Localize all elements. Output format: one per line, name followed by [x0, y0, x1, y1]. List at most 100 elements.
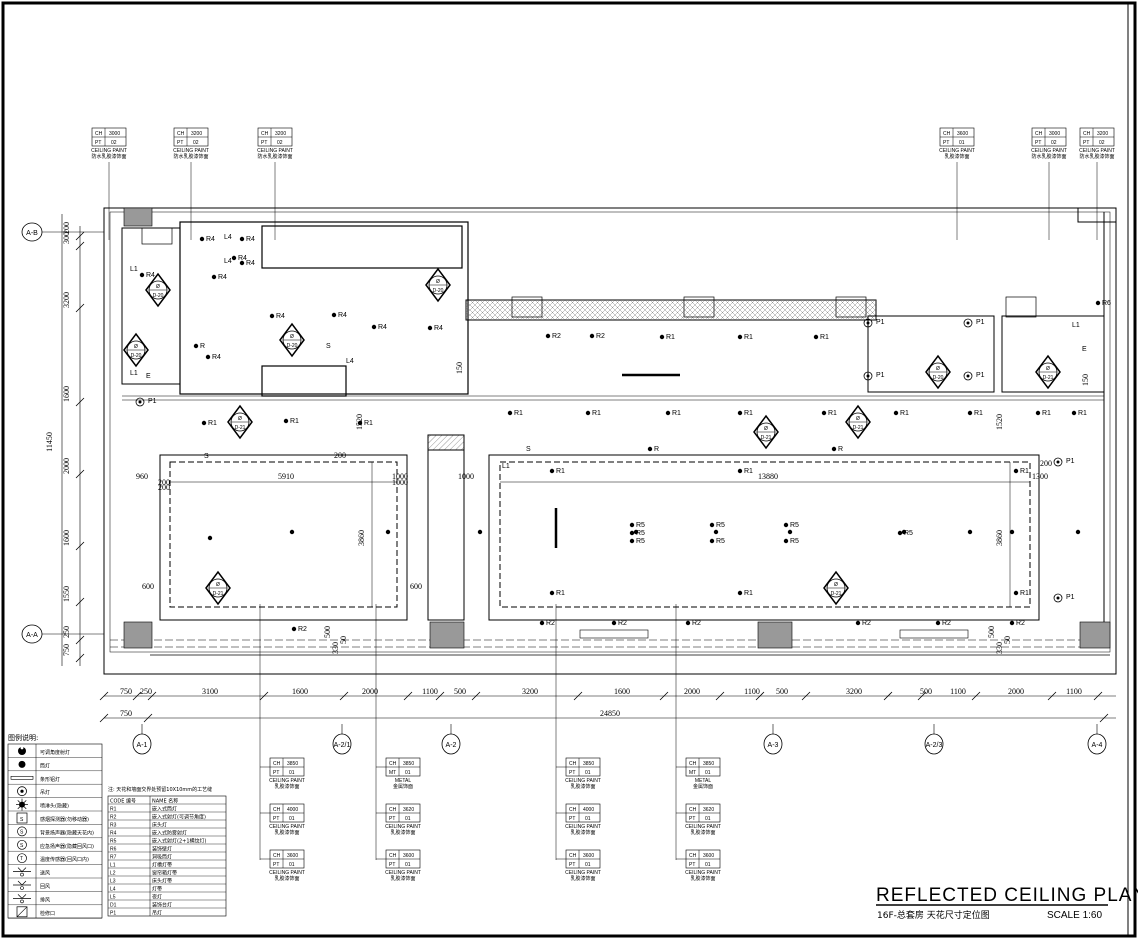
dim-horizontal: 750	[120, 709, 132, 718]
fixture-label: R1	[208, 420, 217, 427]
fixture-label: P1	[148, 398, 157, 405]
fixture-r2: R2	[855, 620, 871, 627]
fixture-label: P1	[1066, 594, 1075, 601]
fixture-r5: R5	[709, 538, 725, 545]
downlight-dot	[1095, 300, 1101, 306]
tag-ch-value: 3600	[403, 853, 414, 859]
axis-bubble-a-1: A-1	[132, 733, 152, 755]
pendant-ring	[135, 397, 145, 407]
marker-top: Ø	[156, 284, 160, 290]
fixture-label: L1	[130, 266, 138, 273]
fixture-r6: R6	[1095, 300, 1111, 307]
legend-text: 吊灯	[40, 789, 50, 796]
fixture-r2: R2	[589, 333, 605, 340]
tag-material: CEILING PAINT	[91, 148, 127, 154]
dim-vertical: 200	[62, 222, 71, 234]
tag-ch-key: CH	[389, 853, 397, 859]
fixture-label: R5	[636, 538, 645, 545]
tag-material: CEILING PAINT	[269, 824, 305, 830]
legend-text: 感烟探测器(勿移动器)	[40, 816, 89, 823]
code-cell: L4	[110, 887, 116, 893]
section-marker: ØD-20	[425, 267, 451, 303]
downlight-dot	[585, 410, 591, 416]
tag-pt-key: PT	[569, 862, 575, 868]
downlight-dot	[283, 418, 289, 424]
marker-bottom: D-20	[433, 288, 444, 294]
marker-bottom: D-20	[153, 293, 164, 299]
dim-interior: 3860	[995, 530, 1004, 546]
pendant-dot	[1056, 460, 1060, 464]
dim-interior: 1520	[995, 414, 1004, 430]
fixture-r2: R2	[935, 620, 951, 627]
fixture-label: R1	[666, 334, 675, 341]
downlight-dot	[239, 236, 245, 242]
tag-ch-key: CH	[689, 761, 697, 767]
fixture-label: R4	[246, 260, 255, 267]
tag-material-cn: 防水乳胶漆饰面	[173, 153, 208, 160]
fixture-r1: R1	[737, 334, 753, 341]
pendant-dot	[866, 374, 870, 378]
fixture-r4: R4	[199, 236, 215, 243]
fixture-label: S	[326, 343, 331, 350]
dim-interior: 200	[1040, 459, 1052, 468]
dim-interior: 600	[142, 582, 154, 591]
fixture-r1: R1	[549, 590, 565, 597]
name-cell: 装饰台灯	[152, 902, 172, 909]
tag-material-cn: 乳胶漆饰面	[390, 829, 415, 836]
tag-material-cn: 防水乳胶漆饰面	[91, 153, 126, 160]
fixture-label: R1	[1020, 468, 1029, 475]
dimension-lines: 3002003200160020001600155025075011450750…	[45, 214, 1116, 723]
fixture-label: R	[654, 446, 659, 453]
tag-material: CEILING PAINT	[1079, 148, 1115, 154]
fixture-r1: R1	[893, 410, 909, 417]
fixture-label: R	[200, 343, 205, 350]
section-marker: Ø D-20	[145, 272, 171, 308]
tag-material: CEILING PAINT	[1031, 148, 1067, 154]
downlight-dot	[737, 334, 743, 340]
structural-columns	[123, 207, 1111, 649]
fixture-label: R1	[1020, 590, 1029, 597]
tag-pt-key: PT	[943, 140, 949, 146]
temperature-sensor-icon: T	[17, 853, 27, 864]
fixture-label: L1	[130, 370, 138, 377]
tag-pt-key: PT	[95, 140, 101, 146]
code-cell: R6	[110, 847, 117, 853]
legend-text: 送风	[40, 870, 50, 877]
fixture-label: R4	[218, 274, 227, 281]
tag-material: CEILING PAINT	[565, 870, 601, 876]
marker-bottom: D-21	[235, 425, 246, 431]
fixture-label: R1	[744, 468, 753, 475]
fixture-label: R1	[290, 418, 299, 425]
downlight-dot	[855, 620, 861, 626]
section-marker: ØD-21	[845, 404, 871, 440]
fixture-label: R5	[636, 522, 645, 529]
fixture-label: L1	[502, 463, 510, 470]
downlight-icon	[18, 760, 26, 768]
tag-ch-key: CH	[1083, 131, 1091, 137]
pendant-light-icon	[17, 786, 27, 797]
code-cell: L5	[110, 895, 116, 901]
tag-pt-key: PT	[177, 140, 183, 146]
section-marker: ØD-20	[279, 322, 305, 358]
pendant-dot	[1056, 596, 1060, 600]
downlight-dot	[901, 529, 907, 535]
fixture-label: R5	[716, 538, 725, 545]
tag-pt-value: 02	[1099, 140, 1105, 146]
icon-glyph: S	[20, 829, 24, 835]
tag-pt-value: 01	[705, 862, 711, 868]
fixture-label: R1	[820, 334, 829, 341]
axis-label: A-A	[26, 632, 38, 639]
legend-text: 筒灯	[40, 762, 50, 769]
tag-ch-value: 3200	[191, 131, 202, 137]
tag-ch-value: 3000	[109, 131, 120, 137]
fixture-label: R5	[636, 530, 645, 537]
fixture-label: R1	[744, 334, 753, 341]
downlight-dot	[385, 529, 391, 535]
fixture-label: R1	[828, 410, 837, 417]
tag-pt-value: 02	[193, 140, 199, 146]
